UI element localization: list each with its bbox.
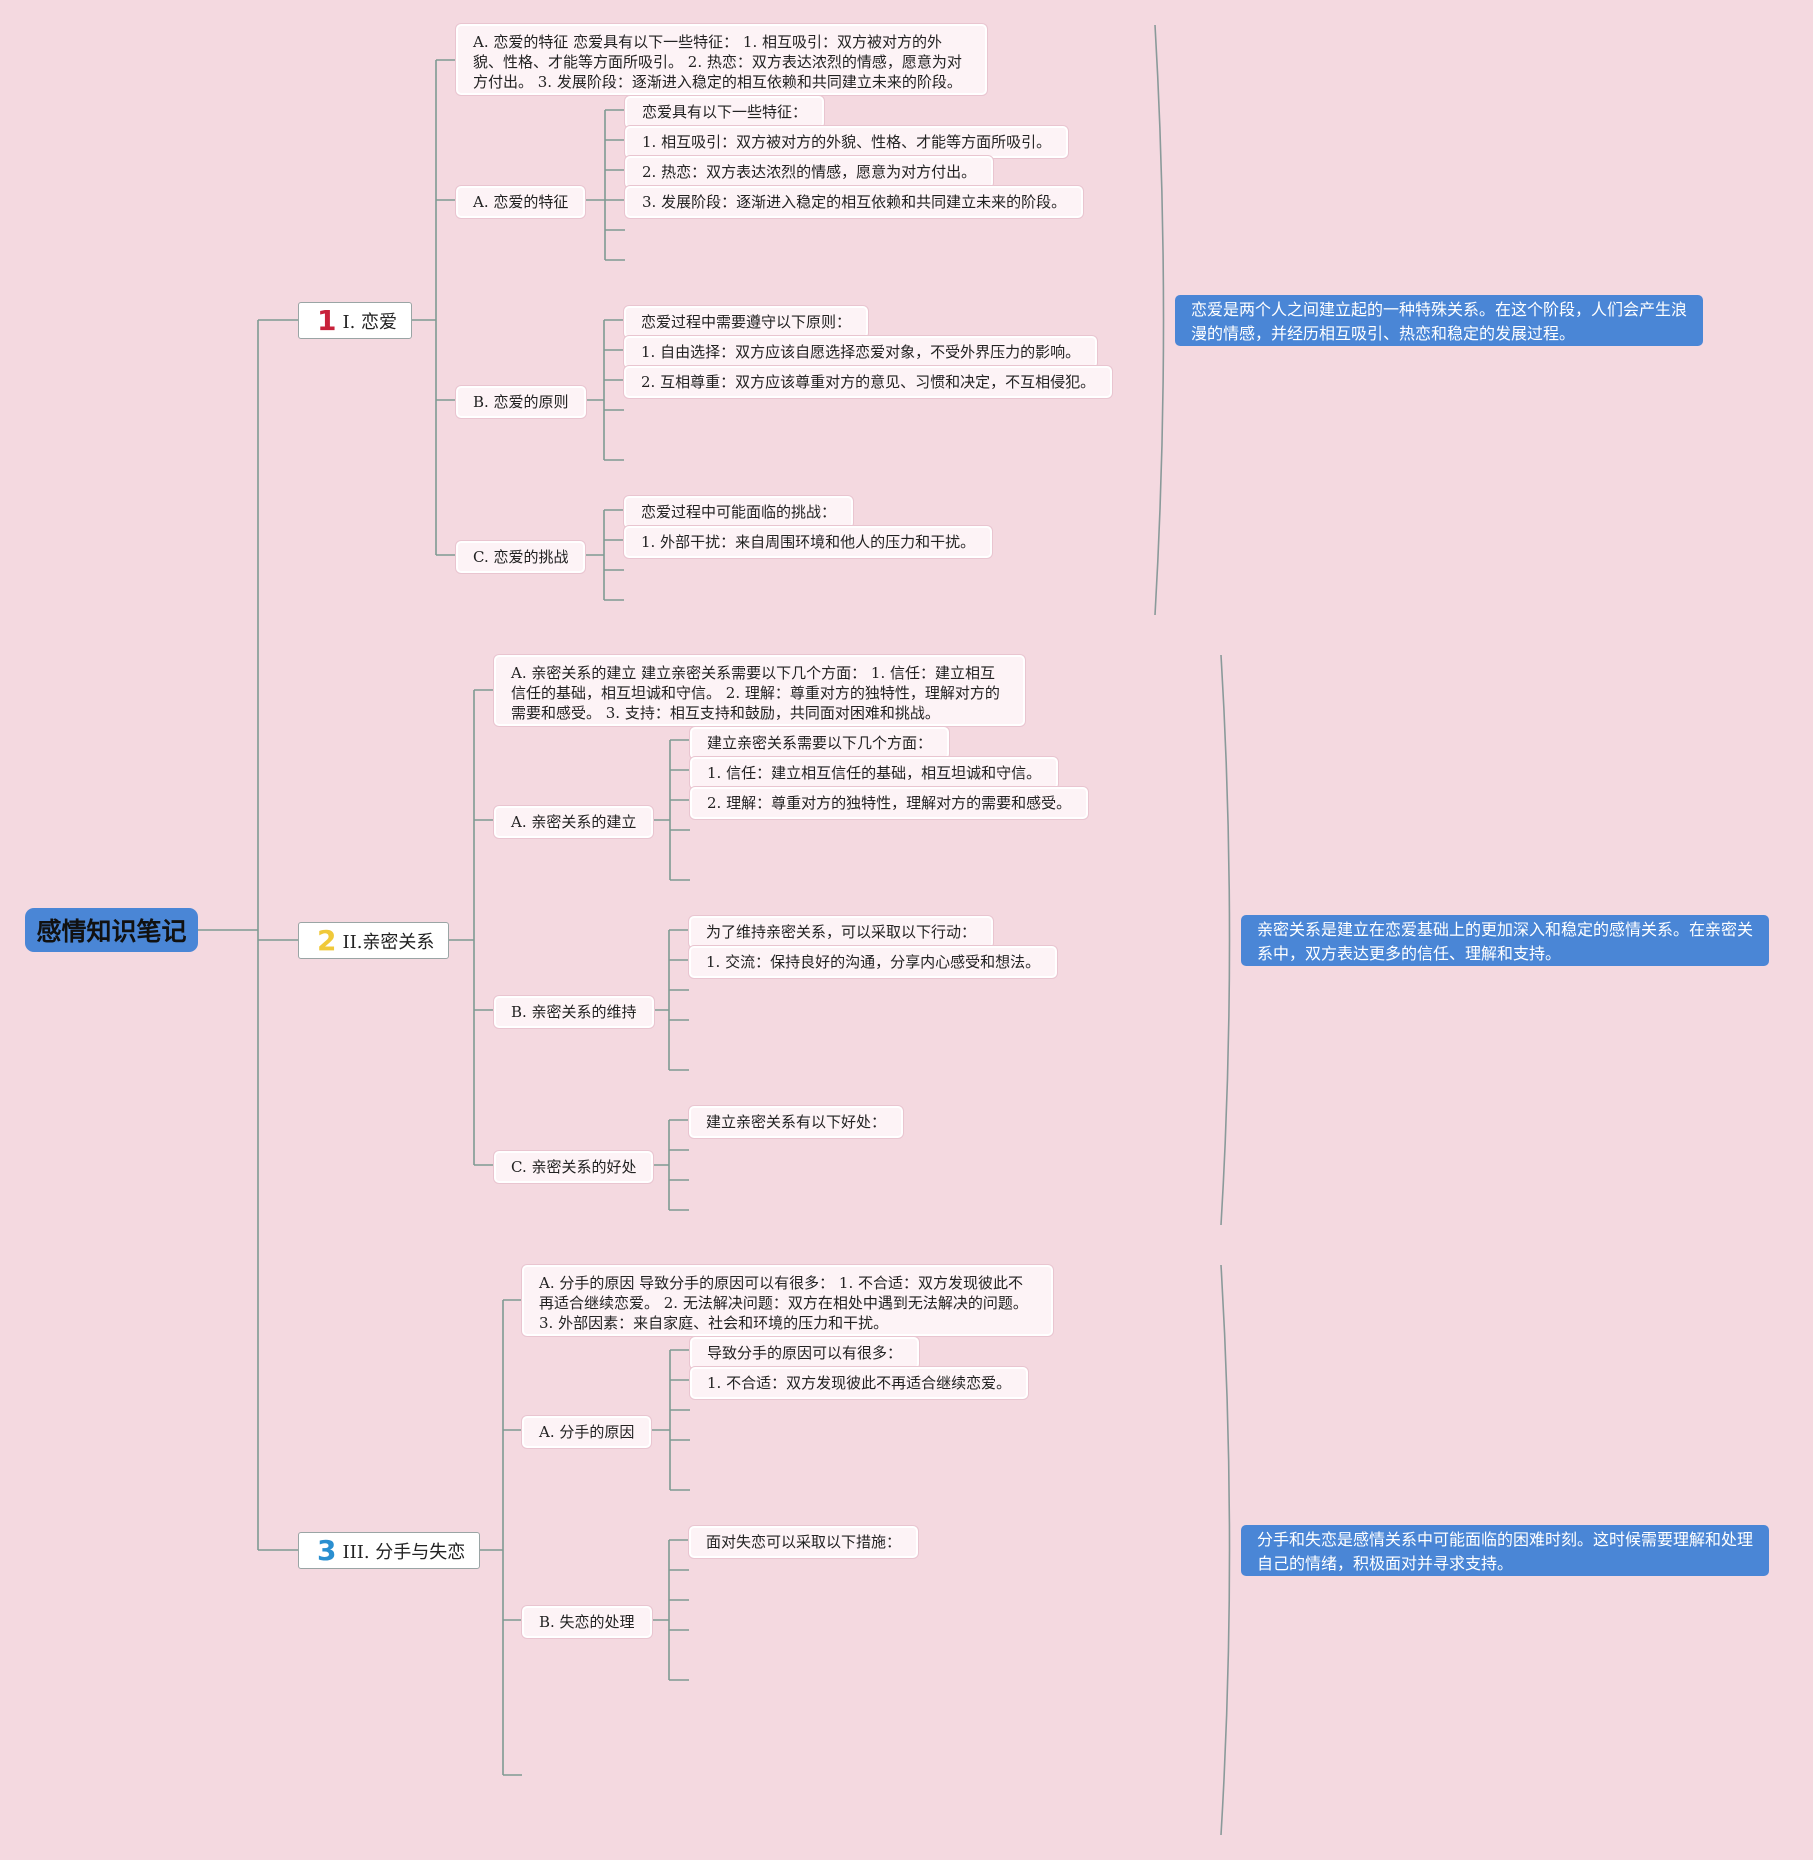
branch-2-label: II.亲密关系	[342, 931, 435, 953]
item-2a-2[interactable]: 2. 理解：尊重对方的独特性，理解对方的需要和感受。	[690, 787, 1089, 819]
summary-brace-2	[1220, 654, 1231, 1226]
branch-2-overview[interactable]: A. 亲密关系的建立 建立亲密关系需要以下几个方面： 1. 信任：建立相互信任的…	[494, 655, 1025, 726]
sub-1b[interactable]: B. 恋爱的原则	[456, 386, 586, 418]
item-1b-1[interactable]: 1. 自由选择：双方应该自愿选择恋爱对象，不受外界压力的影响。	[624, 336, 1098, 368]
branch-1-overview[interactable]: A. 恋爱的特征 恋爱具有以下一些特征： 1. 相互吸引：双方被对方的外貌、性格…	[456, 24, 987, 95]
branch-number-3: 3	[317, 1534, 337, 1567]
branch-1[interactable]: 1 I. 恋爱	[298, 302, 413, 339]
sub-2c[interactable]: C. 亲密关系的好处	[494, 1151, 654, 1183]
sub-1c[interactable]: C. 恋爱的挑战	[456, 541, 586, 573]
branch-3-overview[interactable]: A. 分手的原因 导致分手的原因可以有很多： 1. 不合适：双方发现彼此不再适合…	[522, 1265, 1053, 1336]
item-1a-2[interactable]: 2. 热恋：双方表达浓烈的情感，愿意为对方付出。	[625, 156, 994, 188]
item-2b-1[interactable]: 1. 交流：保持良好的沟通，分享内心感受和想法。	[689, 946, 1058, 978]
item-3a-0[interactable]: 导致分手的原因可以有很多：	[690, 1337, 920, 1369]
summary-1: 恋爱是两个人之间建立起的一种特殊关系。在这个阶段，人们会产生浪漫的情感，并经历相…	[1175, 295, 1703, 346]
summary-3: 分手和失恋是感情关系中可能面临的困难时刻。这时候需要理解和处理自己的情绪，积极面…	[1241, 1525, 1769, 1576]
sub-3a[interactable]: A. 分手的原因	[522, 1416, 652, 1448]
sub-3b[interactable]: B. 失恋的处理	[522, 1606, 652, 1638]
summary-2: 亲密关系是建立在恋爱基础上的更加深入和稳定的感情关系。在亲密关系中，双方表达更多…	[1241, 915, 1769, 966]
item-2a-1[interactable]: 1. 信任：建立相互信任的基础，相互坦诚和守信。	[690, 757, 1059, 789]
item-1c-1[interactable]: 1. 外部干扰：来自周围环境和他人的压力和干扰。	[624, 526, 993, 558]
sub-2a[interactable]: A. 亲密关系的建立	[494, 806, 654, 838]
root-topic[interactable]: 感情知识笔记	[25, 908, 198, 952]
summary-brace-3	[1220, 1264, 1231, 1836]
branch-number-2: 2	[317, 924, 337, 957]
item-2a-0[interactable]: 建立亲密关系需要以下几个方面：	[690, 727, 950, 759]
branch-number-1: 1	[317, 304, 337, 337]
item-1a-0[interactable]: 恋爱具有以下一些特征：	[625, 96, 825, 128]
item-2b-0[interactable]: 为了维持亲密关系，可以采取以下行动：	[689, 916, 994, 948]
item-1b-0[interactable]: 恋爱过程中需要遵守以下原则：	[624, 306, 869, 338]
item-1a-1[interactable]: 1. 相互吸引：双方被对方的外貌、性格、才能等方面所吸引。	[625, 126, 1069, 158]
branch-3-label: III. 分手与失恋	[342, 1541, 466, 1563]
branch-2[interactable]: 2 II.亲密关系	[298, 922, 450, 959]
item-3b-0[interactable]: 面对失恋可以采取以下措施：	[689, 1526, 919, 1558]
item-1c-0[interactable]: 恋爱过程中可能面临的挑战：	[624, 496, 854, 528]
branch-3[interactable]: 3 III. 分手与失恋	[298, 1532, 481, 1569]
item-1b-2[interactable]: 2. 互相尊重：双方应该尊重对方的意见、习惯和决定，不互相侵犯。	[624, 366, 1113, 398]
item-1a-3[interactable]: 3. 发展阶段：逐渐进入稳定的相互依赖和共同建立未来的阶段。	[625, 186, 1084, 218]
sub-2b[interactable]: B. 亲密关系的维持	[494, 996, 654, 1028]
item-3a-1[interactable]: 1. 不合适：双方发现彼此不再适合继续恋爱。	[690, 1367, 1029, 1399]
root-topic-label: 感情知识笔记	[36, 917, 187, 946]
item-2c-0[interactable]: 建立亲密关系有以下好处：	[689, 1106, 904, 1138]
summary-brace-1	[1154, 24, 1165, 616]
branch-1-label: I. 恋爱	[342, 311, 398, 333]
sub-1a[interactable]: A. 恋爱的特征	[456, 186, 586, 218]
